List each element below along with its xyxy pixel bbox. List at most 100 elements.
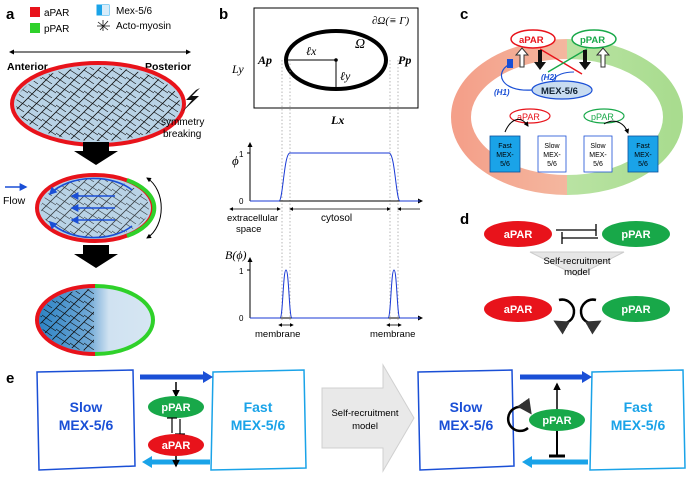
symmetry-label-2: breaking (163, 129, 201, 140)
d-model-label-2: model (564, 267, 590, 278)
e-left-slow-label-2: MEX-5/6 (59, 417, 114, 433)
panel-label-d: d (460, 211, 469, 228)
c-apar-label: aPAR (519, 35, 544, 46)
panel-label-a: a (6, 6, 15, 23)
phi-plot (247, 142, 423, 204)
e-right-ppar-node (529, 409, 585, 431)
d-ppar-node-bottom (602, 296, 670, 322)
actomyosin-legend-icon (97, 20, 110, 31)
c-slow-mex-left: Slow MEX- 5/6 (537, 135, 567, 173)
c-up-arrow-left (514, 47, 530, 68)
c-down-arrow-left (534, 50, 546, 70)
bphi-plot (247, 257, 423, 321)
d-ppar-node-top (602, 221, 670, 247)
cell-2 (35, 173, 157, 243)
d-apar-node-bottom (484, 296, 552, 322)
c-ppar-node-2 (583, 108, 625, 124)
phi-tick-1: 1 (239, 150, 244, 159)
e-right-slow-label-1: Slow (450, 399, 483, 415)
c-up-arrow-right (595, 47, 611, 68)
svg-text:5/6: 5/6 (638, 161, 648, 168)
e-right-fast-label-2: MEX-5/6 (611, 417, 666, 433)
d-model-label-1: Self-recruitment (543, 256, 610, 267)
e-left-fast-label-2: MEX-5/6 (231, 417, 286, 433)
svg-text:Fast: Fast (498, 143, 512, 150)
e-right-slow-box (417, 369, 515, 471)
panel-label-b: b (219, 6, 228, 23)
c-fast-mex-right: Fast MEX- 5/6 (627, 135, 659, 173)
e-left-slow-box (36, 369, 136, 471)
c-h1-arrow (500, 63, 533, 91)
d-apar-label-top: aPAR (504, 229, 533, 241)
d-apar-node-top (484, 221, 552, 247)
cell-1 (10, 61, 186, 147)
e-model-arrow (321, 363, 415, 473)
e-right-slow-label-2: MEX-5/6 (439, 417, 494, 433)
mex-legend-label: Mex-5/6 (116, 6, 153, 17)
d-apar-self-loop (553, 298, 576, 335)
lightning-icon (182, 88, 200, 112)
svg-text:MEX-: MEX- (634, 152, 652, 159)
e-right-fast-label-1: Fast (624, 399, 653, 415)
svg-text:5/6: 5/6 (547, 161, 557, 168)
cell-ring (451, 39, 683, 195)
domain-box (253, 7, 419, 109)
e-left-fast-box (210, 369, 307, 471)
e-model-label-2: model (352, 421, 378, 432)
e-model-label-1: Self-recruitment (331, 408, 398, 419)
phi-tick-0: 0 (239, 197, 244, 206)
actomyosin-legend-label: Acto-myosin (116, 21, 171, 32)
c-slow-mex-right: Slow MEX- 5/6 (583, 135, 613, 173)
d-mutual-inhibition (556, 224, 598, 244)
e-right-top-arrow (582, 371, 592, 383)
boundary-label: ∂Ω(≡ Γ) (372, 15, 409, 27)
e-left-top-arrow (203, 371, 213, 383)
e-left-fast-label-1: Fast (244, 399, 273, 415)
d-ppar-label-bottom: pPAR (621, 304, 650, 316)
extracellular-label-1: extracellular (227, 213, 278, 224)
down-arrow-1 (74, 142, 118, 165)
cortical-flow-arc (146, 177, 162, 239)
membrane-label-2: membrane (370, 329, 415, 340)
panel-label-e: e (6, 370, 14, 387)
Ap-label: Ap (257, 53, 272, 67)
Ly-label: Ly (231, 62, 244, 76)
e-left-inhibition (167, 417, 185, 435)
omega-label: Ω (355, 37, 365, 52)
d-model-arrow (529, 251, 625, 277)
c-ppar-label-2: pPAR (591, 112, 614, 122)
Lx-label: Lx (330, 113, 344, 127)
c-apar-node (510, 29, 556, 49)
symmetry-label-1: symmetry (161, 117, 204, 128)
panel-label-c: c (460, 6, 468, 23)
svg-text:Fast: Fast (636, 143, 650, 150)
e-left-ppar-node (148, 396, 204, 418)
e-left-apar-node (148, 434, 204, 456)
bphi-tick-1: 1 (239, 267, 244, 276)
c-h2-label: (H2) (541, 73, 557, 82)
e-left-ppar-label: pPAR (161, 402, 190, 414)
apar-legend-swatch (30, 7, 40, 17)
phi-axis-label: ϕ (232, 153, 239, 168)
e-left-apar-label: aPAR (162, 440, 191, 452)
svg-text:MEX-: MEX- (589, 152, 607, 159)
c-down-arrow-right (579, 50, 591, 70)
ppar-legend-swatch (30, 23, 40, 33)
svg-text:MEX-: MEX- (543, 152, 561, 159)
c-h1-label: (H1) (494, 88, 510, 97)
down-arrow-2 (74, 245, 118, 268)
apar-legend-label: aPAR (44, 8, 69, 19)
extracellular-label-2: space (236, 224, 261, 235)
c-apar-label-2: aPAR (517, 112, 540, 122)
e-left-bottom-arrow (142, 456, 152, 468)
flow-label: Flow (3, 195, 26, 207)
membrane-label-1: membrane (255, 329, 300, 340)
cell-3 (35, 284, 155, 356)
svg-text:5/6: 5/6 (500, 161, 510, 168)
e-right-self-loop (507, 397, 532, 433)
svg-text:MEX-: MEX- (496, 152, 514, 159)
c-ppar-node (571, 29, 617, 49)
flow-arrows (48, 177, 133, 239)
c-fast-mex-left: Fast MEX- 5/6 (489, 135, 521, 173)
